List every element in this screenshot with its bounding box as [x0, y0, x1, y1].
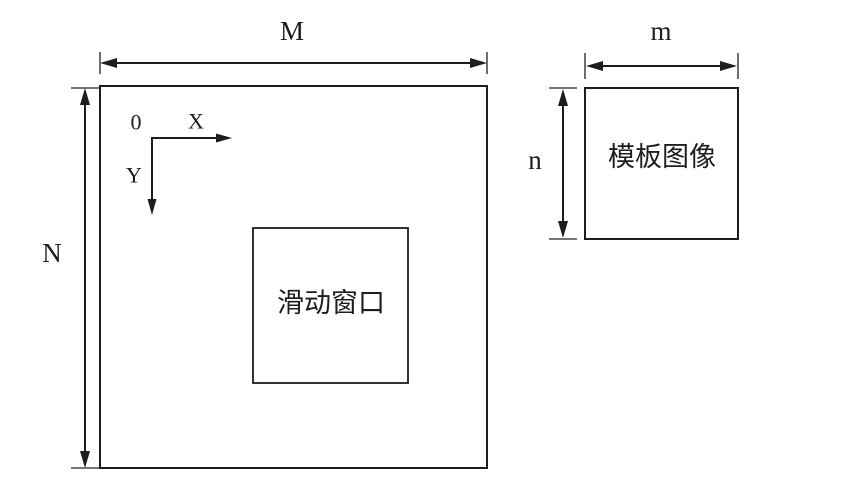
x-axis-arrowhead-icon — [216, 133, 232, 143]
template-image-box — [584, 87, 739, 240]
arrowhead-down-icon — [558, 221, 568, 238]
template-height-label: n — [528, 145, 542, 175]
arrowhead-right-icon — [720, 61, 737, 71]
arrowhead-down-icon — [80, 451, 90, 468]
origin-label: 0 — [131, 110, 142, 135]
sliding-window-box — [252, 227, 409, 384]
search-height-label: N — [42, 238, 62, 268]
arrowhead-up-icon — [558, 89, 568, 106]
search-width-label: M — [280, 16, 304, 46]
arrowhead-left-icon — [100, 58, 117, 68]
arrowhead-right-icon — [470, 58, 487, 68]
sliding-window-label: 滑动窗口 — [277, 288, 385, 318]
template-image-label: 模板图像 — [608, 142, 716, 172]
x-axis-label: X — [188, 109, 204, 134]
template-width-label: m — [650, 16, 671, 46]
arrowhead-up-icon — [80, 88, 90, 105]
arrowhead-left-icon — [586, 61, 603, 71]
y-axis-arrowhead-icon — [147, 199, 157, 215]
y-axis-label: Y — [126, 163, 142, 188]
